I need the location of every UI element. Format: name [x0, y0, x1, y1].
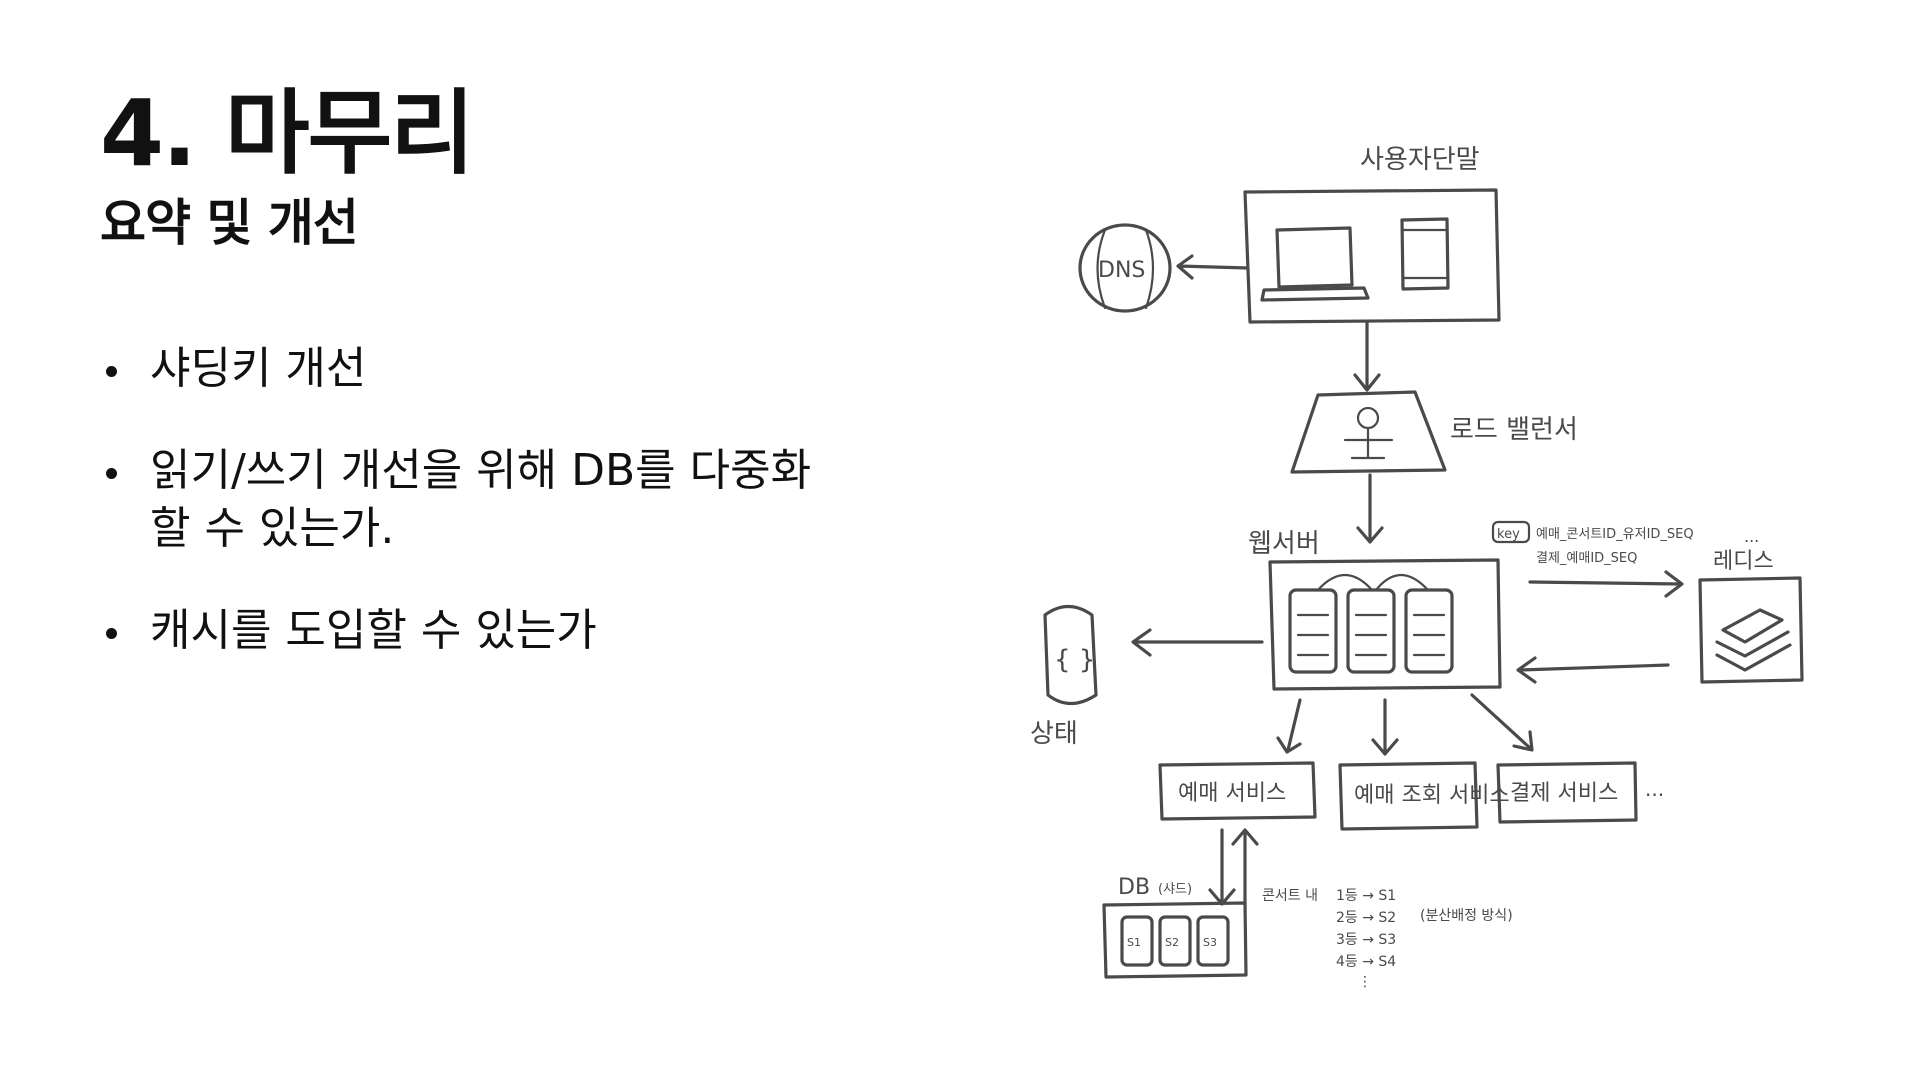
- service-booking-query: 예매 조회 서비스: [1338, 761, 1510, 831]
- state-label: 상태: [1030, 719, 1078, 749]
- client-label: 사용자단말: [1360, 145, 1480, 175]
- svg-text:결제 서비스: 결제 서비스: [1510, 781, 1618, 806]
- redis-label: 레디스: [1713, 549, 1774, 574]
- bullet-db-replication: 읽기/쓰기 개선을 위해 DB를 다중화 할 수 있는가.: [100, 442, 860, 558]
- svg-text:콘서트 내: 콘서트 내: [1262, 888, 1318, 904]
- svg-text:3등 → S3: 3등 → S3: [1336, 932, 1396, 948]
- bullet-list: 샤딩키 개선 읽기/쓰기 개선을 위해 DB를 다중화 할 수 있는가. 캐시를…: [100, 340, 860, 704]
- key-line-2: 결제_예매ID_SEQ: [1536, 551, 1637, 566]
- services-ellipsis: ...: [1645, 777, 1664, 801]
- slide-title: 4. 마무리: [100, 80, 475, 187]
- architecture-sketch: 사용자단말 DNS 로드 밸런서 웹서버 { } 상태: [1000, 120, 1840, 1020]
- svg-text:1등 → S1: 1등 → S1: [1336, 888, 1396, 904]
- service-booking: 예매 서비스: [1158, 761, 1317, 821]
- svg-text:{ }: { }: [1054, 645, 1095, 675]
- service-payment: 결제 서비스: [1496, 761, 1638, 824]
- slide-subtitle: 요약 및 개선: [100, 194, 359, 252]
- svg-text:예매 조회 서비스: 예매 조회 서비스: [1354, 783, 1510, 808]
- redis-cache: [1698, 576, 1804, 684]
- svg-text:S2: S2: [1165, 936, 1179, 949]
- dns-globe: DNS: [1078, 223, 1172, 313]
- svg-text:⋮: ⋮: [1358, 974, 1372, 990]
- key-ellipsis: ...: [1744, 527, 1759, 546]
- laptop-icon: [1275, 226, 1354, 289]
- svg-text:예매 서비스: 예매 서비스: [1178, 781, 1286, 806]
- db-note: (샤드): [1158, 882, 1192, 897]
- db-shards: S1 S2 S3: [1102, 901, 1248, 979]
- phone-icon: [1400, 217, 1450, 291]
- dns-label: DNS: [1098, 258, 1145, 283]
- state-storage: { }: [1043, 604, 1098, 706]
- bullet-cache: 캐시를 도입할 수 있는가: [100, 602, 860, 660]
- shard-notes: 콘서트 내 1등 → S1 2등 → S2 3등 → S3 4등 → S4 ⋮ …: [1262, 888, 1513, 990]
- svg-text:S3: S3: [1203, 936, 1217, 949]
- svg-text:4등 → S4: 4등 → S4: [1336, 954, 1396, 970]
- svg-text:S1: S1: [1127, 936, 1141, 949]
- svg-text:(분산배정 방식): (분산배정 방식): [1420, 908, 1513, 924]
- lb-label: 로드 밸런서: [1450, 415, 1578, 445]
- svg-text:2등 → S2: 2등 → S2: [1336, 910, 1396, 926]
- webserver-label: 웹서버: [1248, 529, 1320, 559]
- web-server: [1268, 558, 1502, 691]
- bullet-sharding-key: 샤딩키 개선: [100, 340, 860, 398]
- key-tag: key: [1497, 527, 1520, 542]
- client-devices: [1243, 188, 1501, 324]
- key-line-1: 예매_콘서트ID_유저ID_SEQ: [1536, 527, 1694, 542]
- db-label: DB: [1118, 875, 1150, 900]
- load-balancer: [1290, 390, 1447, 474]
